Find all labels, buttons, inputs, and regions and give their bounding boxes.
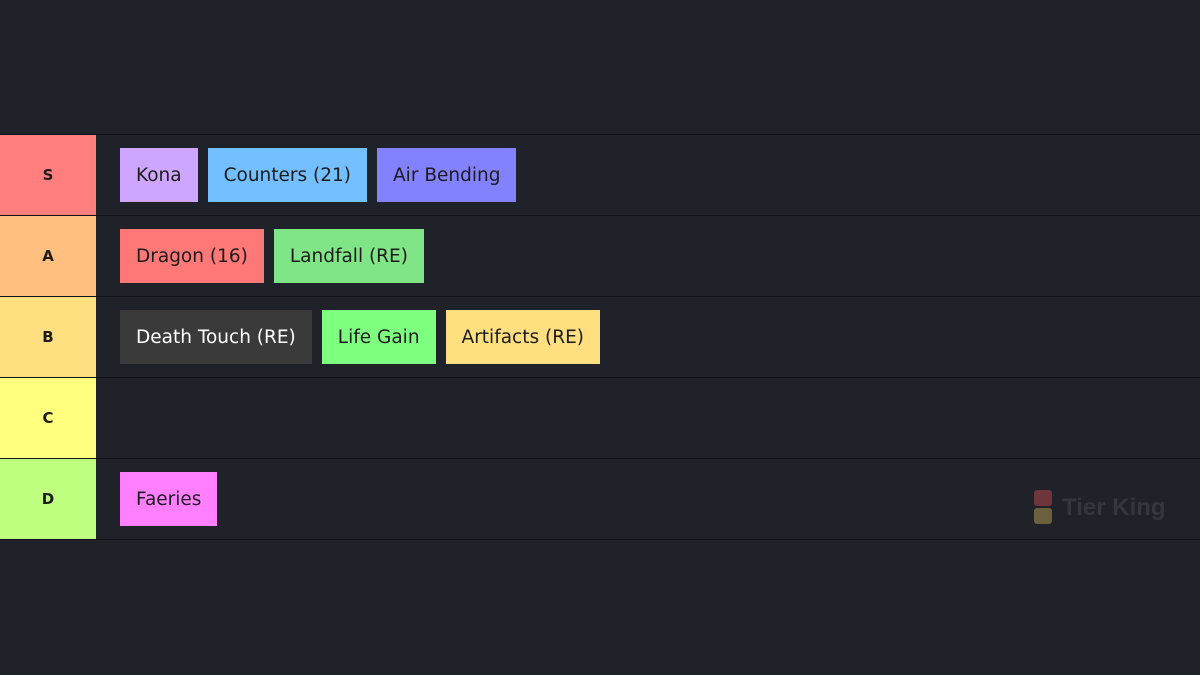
tier-king-watermark: Tier King <box>1034 490 1166 526</box>
tier-item-chip[interactable]: Life Gain <box>321 310 436 364</box>
tier-label[interactable]: C <box>0 378 96 458</box>
tier-row-d: D Faeries <box>0 459 1200 540</box>
tier-item-chip[interactable]: Landfall (RE) <box>273 229 424 283</box>
tier-item-chip[interactable]: Faeries <box>120 472 218 526</box>
tier-item-chip[interactable]: Kona <box>120 148 198 202</box>
tier-item-chip[interactable]: Dragon (16) <box>120 229 264 283</box>
tier-label[interactable]: A <box>0 216 96 296</box>
tier-label[interactable]: B <box>0 297 96 377</box>
tier-items-dropzone[interactable]: Faeries <box>96 459 1200 539</box>
tier-king-logo-icon <box>1034 490 1054 526</box>
tier-label[interactable]: D <box>0 459 96 539</box>
tier-label[interactable]: S <box>0 135 96 215</box>
tier-items-dropzone[interactable] <box>96 378 1200 458</box>
tier-items-dropzone[interactable]: Dragon (16)Landfall (RE) <box>96 216 1200 296</box>
tier-row-c: C <box>0 378 1200 459</box>
tier-item-chip[interactable]: Air Bending <box>377 148 517 202</box>
tier-item-chip[interactable]: Death Touch (RE) <box>120 310 312 364</box>
watermark-text: Tier King <box>1062 494 1166 521</box>
tier-item-chip[interactable]: Artifacts (RE) <box>445 310 600 364</box>
tier-item-chip[interactable]: Counters (21) <box>207 148 368 202</box>
